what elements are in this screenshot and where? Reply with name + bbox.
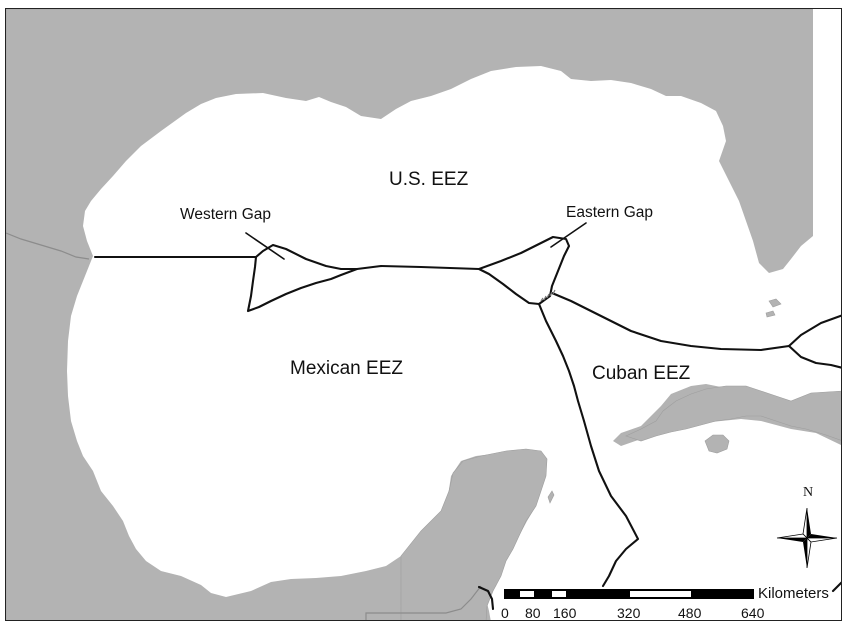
cozumel-island [547,490,555,504]
lower-right-boundary [831,581,841,593]
scale-tick-480: 480 [678,605,702,621]
cuban-eez-label: Cuban EEZ [592,363,691,384]
north-arrow-letter: N [803,485,814,500]
map-frame: U.S. EEZ Mexican EEZ Cuban EEZ Western G… [5,8,842,621]
belize-boundary [477,585,495,611]
rio-grande-border [6,232,90,260]
north-arrow-icon [776,507,838,569]
us-eez-label: U.S. EEZ [389,169,469,190]
western-gap-polygon [246,243,359,313]
isla-de-la-juventud [704,434,730,454]
cuba-bahamas-boundary [787,344,841,369]
map-canvas [6,9,841,620]
scale-tick-160: 160 [553,605,577,621]
eastern-gap-label: Eastern Gap [566,204,654,221]
gulf-of-mexico-water [67,9,841,620]
scale-tick-80: 80 [525,605,541,621]
country-border [365,585,482,620]
us-cuba-boundary [550,291,791,352]
scale-tick-320: 320 [617,605,641,621]
cuba-mexico-boundary [537,302,640,588]
eastern-gap-leader-line [550,222,587,248]
western-gap-label: Western Gap [180,206,272,223]
scale-tick-640: 640 [741,605,765,621]
hatched-boundary-segment [540,289,556,302]
yucatan-peninsula [400,448,548,620]
scale-bar [504,589,754,599]
florida-keys [768,298,782,308]
scale-unit-label: Kilometers [758,585,829,602]
mexican-eez-label: Mexican EEZ [290,358,403,379]
western-gap-leader-line [245,232,285,260]
eastern-gap-polygon [477,235,571,306]
us-bahamas-boundary [787,314,841,348]
dry-tortugas [765,310,776,318]
scale-tick-0: 0 [501,605,509,621]
cuba-land [625,385,841,442]
us-mexico-boundary-central [355,264,481,271]
